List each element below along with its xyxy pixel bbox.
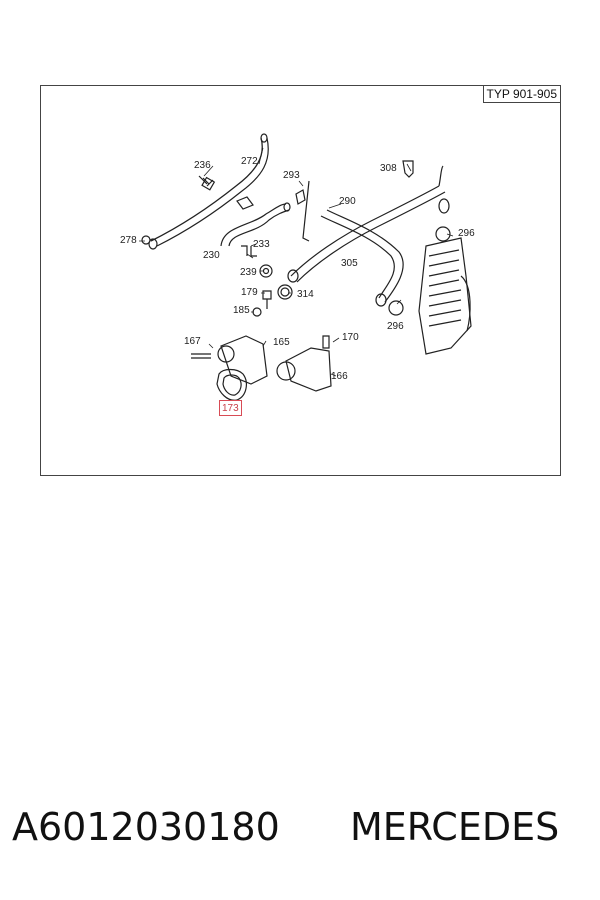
tank-ribs <box>428 249 462 327</box>
fitting-170 <box>322 335 330 349</box>
parts-diagram-frame: TYP 901-905 236 272 293 308 290 278 233 … <box>40 85 561 476</box>
hose-290-end <box>438 198 450 214</box>
hose-230-inner <box>228 209 290 247</box>
callout-236[interactable]: 236 <box>194 160 211 171</box>
housing-166 <box>285 347 332 392</box>
hose-272-inner <box>156 137 269 247</box>
gasket-173 <box>216 368 247 401</box>
clamp-296-lower <box>388 300 404 316</box>
fitting-236-body <box>201 176 216 191</box>
brand-name: MERCEDES <box>350 805 560 849</box>
callout-185[interactable]: 185 <box>233 305 250 316</box>
hose-293-small <box>295 189 306 205</box>
hose-305-end <box>287 269 299 283</box>
parts-diagram-drawing <box>139 133 472 401</box>
callout-278[interactable]: 278 <box>120 235 137 246</box>
hose-272-end2 <box>148 238 158 250</box>
part-185 <box>252 307 262 317</box>
callout-230[interactable]: 230 <box>203 250 220 261</box>
callout-179[interactable]: 179 <box>241 287 258 298</box>
housing-165-port <box>217 345 235 363</box>
hose-290-lower-end <box>375 293 387 307</box>
hose-230-end <box>283 202 291 212</box>
hose-290 <box>320 215 395 299</box>
caption: A6012030180 MERCEDES <box>0 805 600 857</box>
callout-173-highlighted[interactable]: 173 <box>219 400 242 416</box>
callout-166[interactable]: 166 <box>331 371 348 382</box>
hose-305-inner <box>296 191 446 283</box>
leader-lines <box>139 147 454 377</box>
hose-230 <box>220 203 287 247</box>
callout-305[interactable]: 305 <box>341 258 358 269</box>
hose-305 <box>290 185 440 277</box>
callout-272[interactable]: 272 <box>241 156 258 167</box>
callout-167[interactable]: 167 <box>184 336 201 347</box>
part-number: A6012030180 <box>12 805 280 849</box>
hose-290-inner <box>326 209 404 303</box>
hose-272-end <box>260 133 268 143</box>
clamp-314 <box>277 284 293 300</box>
callout-290[interactable]: 290 <box>339 196 356 207</box>
gasket-173-inner <box>222 374 242 396</box>
callout-233[interactable]: 233 <box>253 239 270 250</box>
bolt-179 <box>262 290 272 309</box>
clamp-296-upper <box>435 226 451 242</box>
callout-239[interactable]: 239 <box>240 267 257 278</box>
model-type-label: TYP 901-905 <box>482 86 560 103</box>
callout-165[interactable]: 165 <box>273 337 290 348</box>
bracket-272 <box>236 196 254 210</box>
callout-293[interactable]: 293 <box>283 170 300 181</box>
callout-296-upper[interactable]: 296 <box>458 228 475 239</box>
callout-308[interactable]: 308 <box>380 163 397 174</box>
housing-165 <box>220 335 268 385</box>
callout-314[interactable]: 314 <box>297 289 314 300</box>
callout-170[interactable]: 170 <box>342 332 359 343</box>
line-293 <box>302 180 310 242</box>
pin-167 <box>191 353 211 359</box>
clamp-314-inner <box>280 287 290 297</box>
tank-side <box>460 275 471 332</box>
washer-239-hole <box>262 267 270 275</box>
housing-166-port <box>276 361 296 381</box>
callout-296-lower[interactable]: 296 <box>387 321 404 332</box>
part-308 <box>402 160 414 178</box>
clamp-233 <box>241 245 257 257</box>
tank-body <box>418 237 472 355</box>
clamp-278 <box>141 235 151 245</box>
hose-290-upper <box>438 165 444 187</box>
hose-272 <box>150 137 263 242</box>
